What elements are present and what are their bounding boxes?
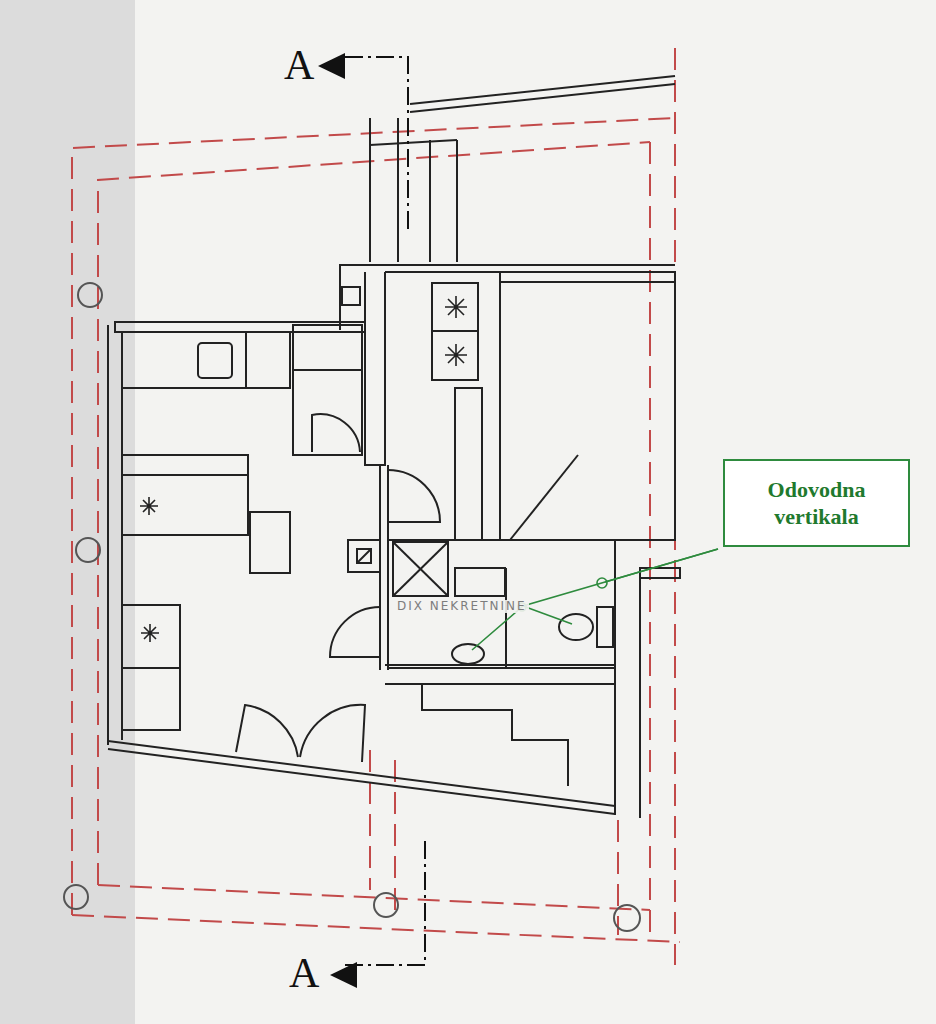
section-lines xyxy=(345,57,425,965)
section-arrows xyxy=(318,53,357,988)
watermark: DIX NEKRETNINE xyxy=(395,600,529,613)
callout-box: Odovodna vertikala xyxy=(723,459,910,547)
burner-symbols xyxy=(140,296,467,642)
callout-text: Odovodna vertikala xyxy=(735,476,898,531)
boundary-lines xyxy=(72,48,680,965)
walls xyxy=(108,76,680,818)
column-circles xyxy=(64,283,640,931)
section-marker: A xyxy=(287,950,321,996)
section-marker: A xyxy=(282,42,316,88)
paper-fold xyxy=(0,0,135,1024)
